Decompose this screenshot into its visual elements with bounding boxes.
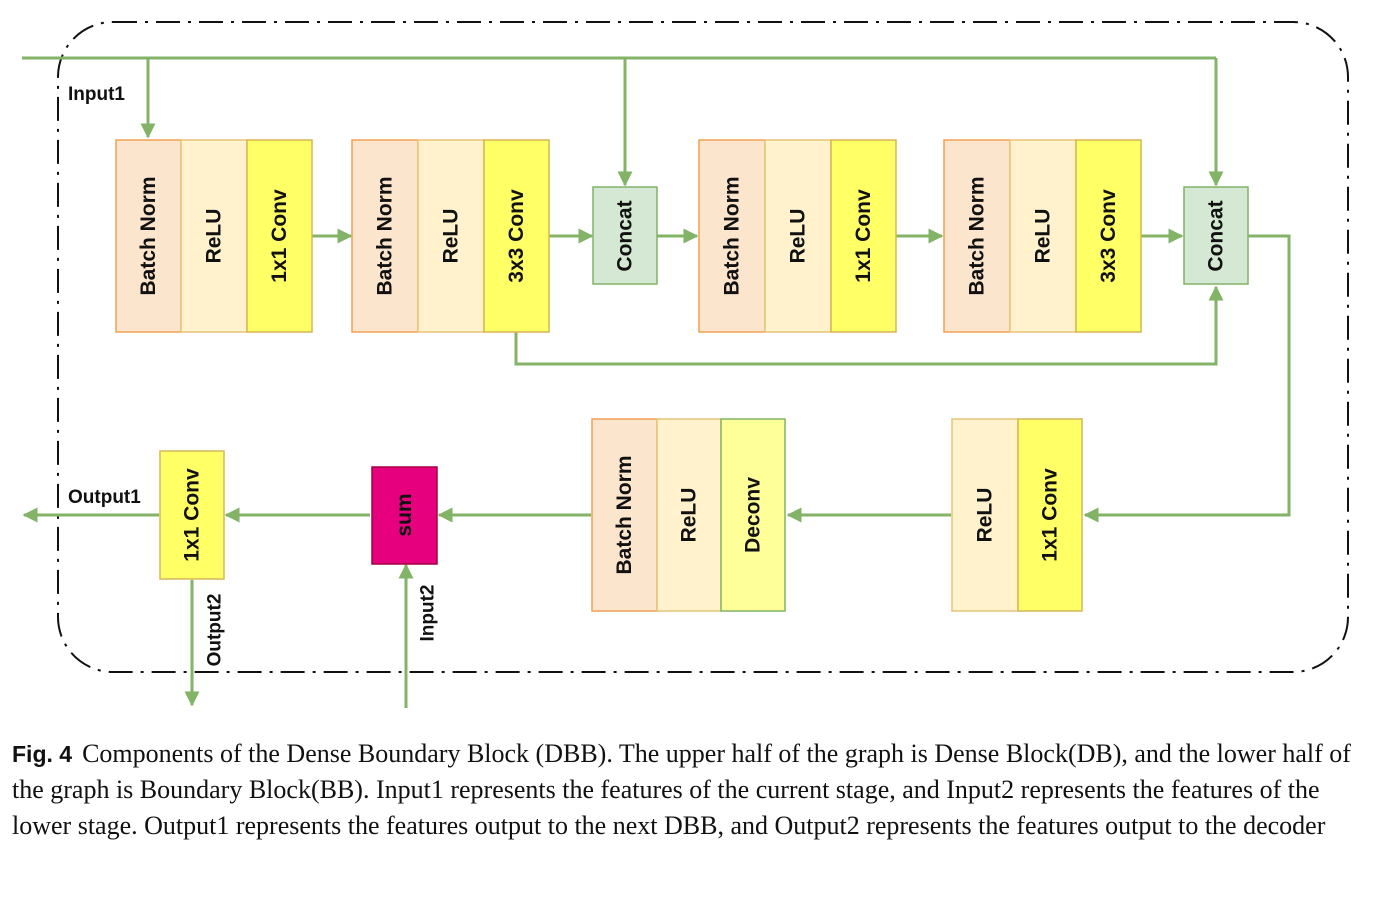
caption-text: Components of the Dense Boundary Block (… <box>12 739 1351 840</box>
conv1x1-label-5: 1x1 Conv <box>1039 468 1062 562</box>
relu-label-2: ReLU <box>440 209 463 264</box>
output1-label: Output1 <box>68 487 141 508</box>
batch-norm-block-4 <box>943 139 1011 333</box>
relu-block-1 <box>180 139 248 333</box>
deconv-block <box>720 418 786 612</box>
sum-label: sum <box>393 493 416 536</box>
output-conv1x1-block <box>159 450 225 580</box>
dense-boundary-block-diagram: Batch Norm ReLU 1x1 Conv Batch Norm ReLU… <box>22 21 1349 708</box>
batch-norm-block-1 <box>115 139 182 333</box>
conv1x1-block-3 <box>830 139 897 333</box>
batch-norm-block-3 <box>698 139 766 333</box>
conv1x1-label-1: 1x1 Conv <box>268 189 291 283</box>
concat-label-2: Concat <box>1205 200 1228 271</box>
relu-block-3 <box>764 139 832 333</box>
figure-number: Fig. 4 <box>12 741 73 767</box>
input1-label: Input1 <box>68 84 125 105</box>
relu-label-4: ReLU <box>1032 209 1055 264</box>
relu-label-3: ReLU <box>787 209 810 264</box>
output-conv1x1-label: 1x1 Conv <box>181 468 204 562</box>
conv1x1-label-3: 1x1 Conv <box>852 189 875 283</box>
conv1x1-block-1 <box>246 139 313 333</box>
conv3x3-label-2: 3x3 Conv <box>505 189 528 283</box>
output2-label: Output2 <box>205 594 226 667</box>
batch-norm-block-6 <box>591 418 658 612</box>
deconv-label: Deconv <box>742 477 765 553</box>
relu-label-6: ReLU <box>678 488 701 543</box>
conv3x3-block-2 <box>483 139 550 333</box>
conv3x3-label-4: 3x3 Conv <box>1097 189 1120 283</box>
relu-block-5 <box>951 418 1019 612</box>
relu-block-6 <box>656 418 722 612</box>
batch-norm-label-2: Batch Norm <box>374 176 397 295</box>
concat-block-1 <box>592 186 658 285</box>
relu-label-1: ReLU <box>203 209 226 264</box>
batch-norm-label-1: Batch Norm <box>137 176 160 295</box>
batch-norm-label-4: Batch Norm <box>966 176 989 295</box>
input2-label: Input2 <box>418 585 439 642</box>
concat-label-1: Concat <box>614 200 637 271</box>
concat-block-2 <box>1183 186 1249 285</box>
conv3x3-block-4 <box>1075 139 1142 333</box>
sum-block <box>371 466 438 565</box>
batch-norm-label-3: Batch Norm <box>721 176 744 295</box>
conv1x1-block-5 <box>1017 418 1083 612</box>
connections <box>22 56 1291 708</box>
relu-label-5: ReLU <box>974 488 997 543</box>
batch-norm-label-6: Batch Norm <box>613 455 636 574</box>
